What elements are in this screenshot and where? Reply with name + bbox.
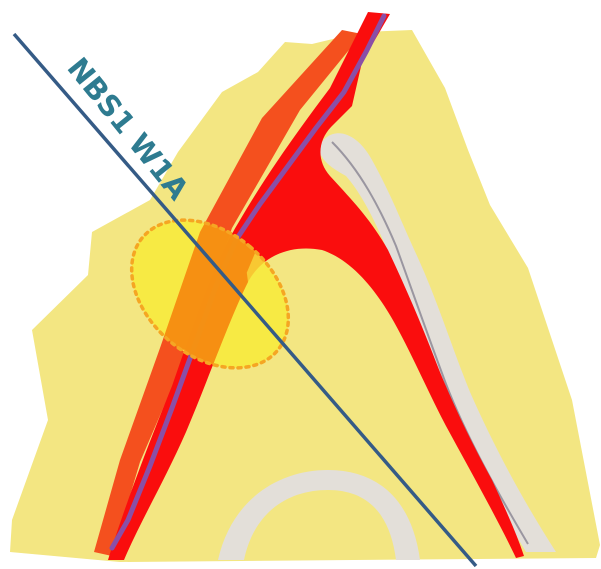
line-label: NBS1 W1A xyxy=(61,51,196,207)
